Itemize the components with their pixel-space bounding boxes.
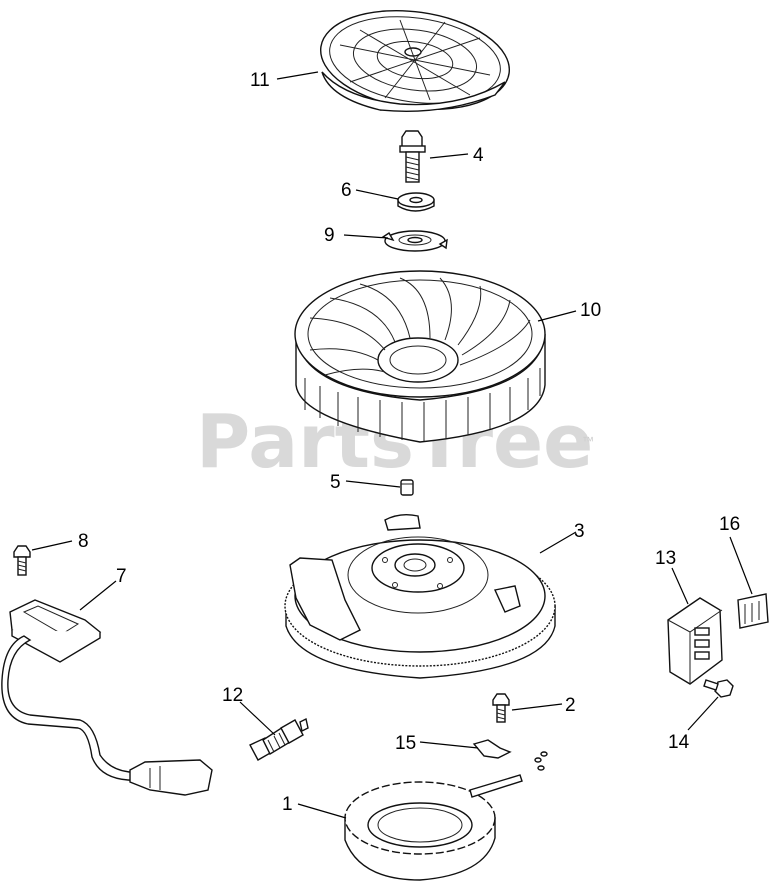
flywheel-bolt-part[interactable] [399,130,426,183]
leader-lines [31,71,753,819]
leader-5 [345,480,401,488]
leader-13 [671,567,689,605]
leader-4 [429,153,469,159]
leader-14 [687,696,719,731]
leader-10 [537,310,577,322]
leader-6 [355,189,399,200]
callout-13: 13 [655,548,676,569]
watermark-trademark: ™ [582,434,594,448]
screw-part-8[interactable] [13,545,31,576]
leader-8 [31,540,73,551]
callout-8: 8 [78,531,89,552]
callout-12: 12 [222,685,243,706]
leader-12 [239,701,276,736]
spark-plug-part[interactable] [249,717,309,761]
screw-part-14[interactable] [703,679,734,698]
leader-11 [276,71,319,80]
rectifier-regulator-part[interactable] [667,597,723,685]
washer-part[interactable] [397,192,435,212]
callout-3: 3 [574,521,585,542]
callout-16: 16 [719,514,740,535]
callout-labels: 11 4 6 9 10 5 3 8 7 12 2 15 1 13 16 14 [78,70,740,815]
callout-6: 6 [341,180,352,201]
leader-9 [343,234,389,239]
key-part[interactable] [400,479,414,496]
connector-part[interactable] [737,593,769,629]
callout-4: 4 [473,145,484,166]
callout-15: 15 [395,733,416,754]
leader-7 [79,580,117,611]
ignition-module-part[interactable] [1,599,213,796]
leader-2 [511,703,563,711]
debris-screen-part[interactable] [314,0,516,121]
stator-part[interactable] [344,774,523,881]
callout-2: 2 [565,695,576,716]
callout-7: 7 [116,566,127,587]
callout-10: 10 [580,300,601,321]
callout-9: 9 [324,225,335,246]
screw-part-2[interactable] [492,693,510,723]
callout-11: 11 [250,70,270,91]
callout-5: 5 [330,472,341,493]
fan-mounting-plate-part[interactable] [381,230,448,252]
leader-15 [419,741,479,749]
leader-1 [297,803,347,819]
callout-14: 14 [668,732,690,753]
cooling-fan-part[interactable] [294,270,546,443]
terminal-part[interactable] [472,739,548,771]
leader-16 [729,536,753,595]
leader-3 [539,531,577,554]
callout-1: 1 [282,794,293,815]
flywheel-part[interactable] [284,513,556,679]
